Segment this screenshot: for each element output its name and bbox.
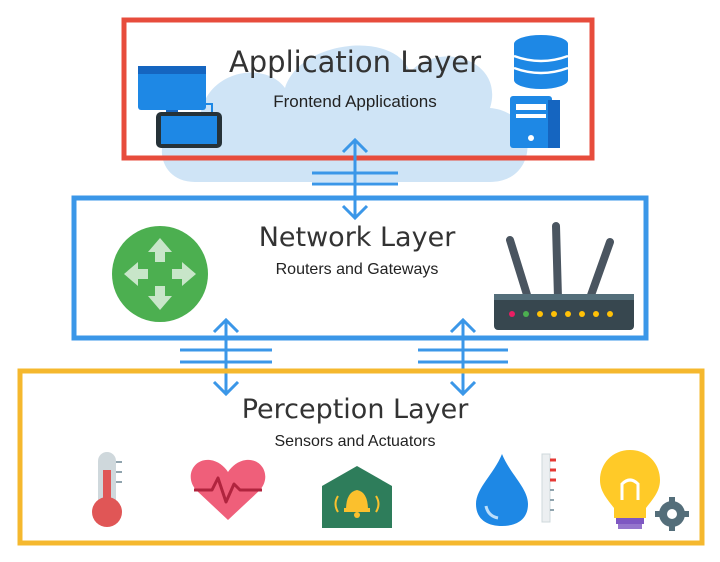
perception-layer-title: Perception Layer [242, 394, 470, 425]
arrow-application-network [312, 137, 398, 221]
application-layer-title: Application Layer [229, 45, 481, 79]
arrow-network-perception-right [418, 317, 508, 397]
application-layer-box [121, 17, 595, 161]
router-symbol-icon [112, 226, 208, 322]
perception-layer-subtitle: Sensors and Actuators [275, 433, 436, 450]
arrow-network-perception-left [180, 317, 272, 397]
alarm-house-icon [322, 466, 392, 528]
thermometer-icon [92, 452, 122, 527]
tablet-icon [156, 103, 222, 148]
water-level-icon [476, 453, 556, 526]
database-icon [513, 35, 569, 89]
cloud-shape [161, 45, 528, 182]
network-layer-box [71, 195, 649, 341]
smart-bulb-gear-icon [600, 450, 689, 531]
network-layer-subtitle: Routers and Gateways [276, 261, 439, 278]
heart-rate-icon [190, 459, 266, 520]
application-layer-subtitle: Frontend Applications [273, 92, 437, 111]
wifi-gateway-icon [494, 222, 634, 330]
perception-layer-box [17, 368, 705, 546]
server-tower-icon [510, 96, 560, 148]
network-layer-title: Network Layer [259, 222, 456, 253]
